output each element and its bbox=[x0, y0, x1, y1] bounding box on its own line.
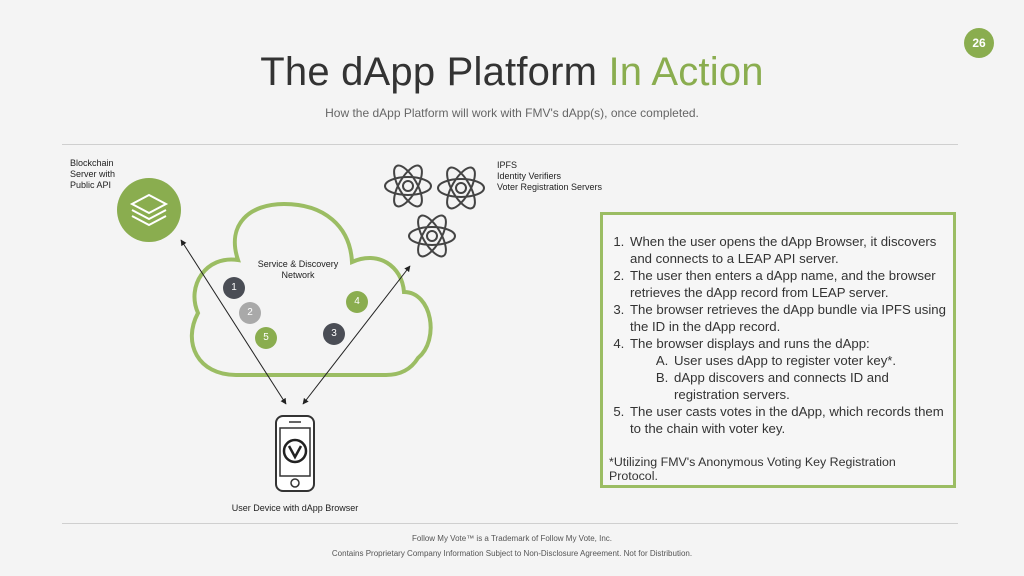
page-subtitle: How the dApp Platform will work with FMV… bbox=[325, 106, 699, 120]
title-accent: In Action bbox=[608, 50, 764, 94]
identity-atom-icon bbox=[437, 162, 485, 214]
step-number-5: 5 bbox=[263, 332, 269, 343]
step-item-4: The browser displays and runs the dApp: … bbox=[628, 335, 947, 403]
step-number-3: 3 bbox=[331, 328, 337, 339]
cloud-label: Service & Discovery Network bbox=[257, 259, 339, 280]
step-number-1: 1 bbox=[231, 282, 237, 293]
step-number-4: 4 bbox=[354, 296, 360, 307]
registration-atom-icon bbox=[408, 210, 456, 262]
step-item-3: The browser retrieves the dApp bundle vi… bbox=[628, 301, 947, 335]
sub-step-a: User uses dApp to register voter key*. bbox=[672, 352, 947, 369]
top-divider bbox=[62, 144, 958, 145]
step-number-2: 2 bbox=[247, 307, 253, 318]
title-main: The dApp Platform bbox=[260, 50, 609, 94]
blockchain-server-label: Blockchain Server with Public API bbox=[70, 158, 116, 190]
page-title: The dApp Platform In Action bbox=[0, 50, 1024, 95]
page-number-badge: 26 bbox=[964, 28, 994, 58]
ipfs-label: IPFS Identity Verifiers Voter Registrati… bbox=[497, 160, 603, 192]
step-item-1: When the user opens the dApp Browser, it… bbox=[628, 233, 947, 267]
sub-steps-list: User uses dApp to register voter key*. d… bbox=[630, 352, 947, 403]
step-item-2: The user then enters a dApp name, and th… bbox=[628, 267, 947, 301]
footnote: *Utilizing FMV's Anonymous Voting Key Re… bbox=[609, 455, 896, 483]
arrow-device-to-ipfs bbox=[302, 265, 411, 405]
bottom-divider bbox=[62, 523, 958, 524]
ipfs-atom-icon bbox=[384, 160, 432, 212]
arrow-device-to-blockchain bbox=[180, 239, 287, 405]
phone-icon bbox=[275, 415, 315, 492]
footer-confidentiality: Contains Proprietary Company Information… bbox=[331, 549, 693, 558]
blockchain-server-icon bbox=[117, 178, 181, 242]
sub-step-b: dApp discovers and connects ID and regis… bbox=[672, 369, 947, 403]
footer-trademark: Follow My Vote™ is a Trademark of Follow… bbox=[411, 534, 613, 543]
steps-box: When the user opens the dApp Browser, it… bbox=[600, 212, 956, 488]
device-label: User Device with dApp Browser bbox=[231, 503, 359, 513]
steps-list: When the user opens the dApp Browser, it… bbox=[609, 233, 947, 437]
step-item-5: The user casts votes in the dApp, which … bbox=[628, 403, 947, 437]
